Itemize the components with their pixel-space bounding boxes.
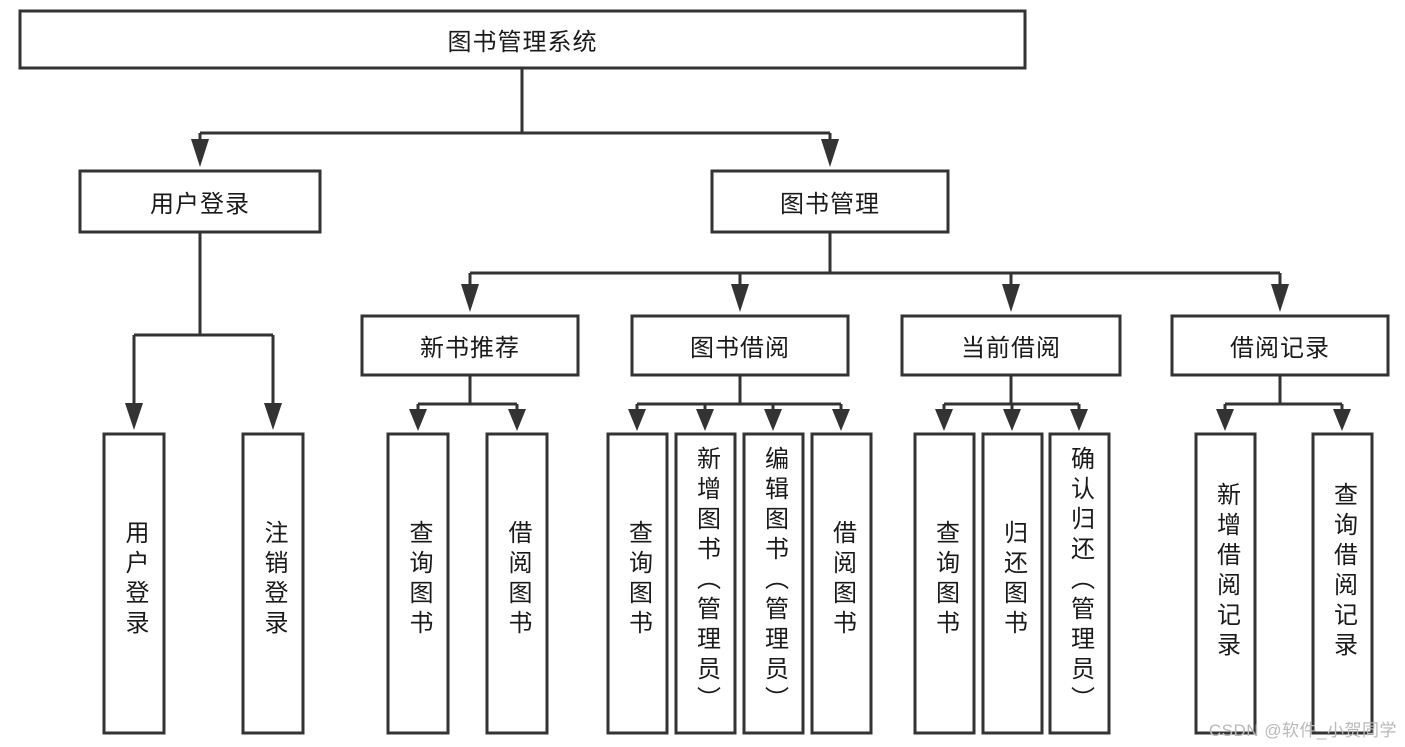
leaf-borrow-book-1-box[interactable] bbox=[485, 432, 549, 735]
node-user-login-box[interactable] bbox=[78, 169, 322, 234]
connector-book-borrow-to-leaves bbox=[628, 375, 850, 431]
leaf-add-record-box[interactable] bbox=[1194, 432, 1257, 735]
leaf-edit-book-box[interactable] bbox=[742, 432, 805, 735]
connector-root-to-level2 bbox=[191, 68, 839, 167]
leaf-return-book-box[interactable] bbox=[981, 432, 1044, 735]
leaf-query-record-box[interactable] bbox=[1311, 432, 1374, 735]
leaf-user-login-box[interactable] bbox=[102, 432, 166, 735]
node-borrow-record-box[interactable] bbox=[1170, 314, 1390, 377]
node-book-manage-box[interactable] bbox=[710, 169, 950, 234]
leaf-logout-login-box[interactable] bbox=[241, 432, 305, 735]
connector-book-manage-to-level3 bbox=[461, 232, 1289, 312]
node-current-borrow-box[interactable] bbox=[900, 314, 1122, 377]
leaf-confirm-return-box[interactable] bbox=[1048, 432, 1111, 735]
node-root-box[interactable] bbox=[18, 9, 1027, 70]
leaf-borrow-book-2-box[interactable] bbox=[810, 432, 873, 735]
leaf-add-book-box[interactable] bbox=[674, 432, 737, 735]
node-book-borrow-box[interactable] bbox=[630, 314, 850, 377]
node-new-book-rec-box[interactable] bbox=[360, 314, 580, 377]
leaf-query-book-2-box[interactable] bbox=[606, 432, 669, 735]
leaf-query-book-3-box[interactable] bbox=[913, 432, 976, 735]
connector-user-login-to-leaves bbox=[125, 232, 282, 430]
connector-current-borrow-to-leaves bbox=[935, 375, 1088, 431]
leaf-query-book-1-box[interactable] bbox=[386, 432, 450, 735]
connector-new-book-rec-to-leaves bbox=[409, 375, 526, 431]
connector-borrow-record-to-leaves bbox=[1216, 375, 1351, 431]
